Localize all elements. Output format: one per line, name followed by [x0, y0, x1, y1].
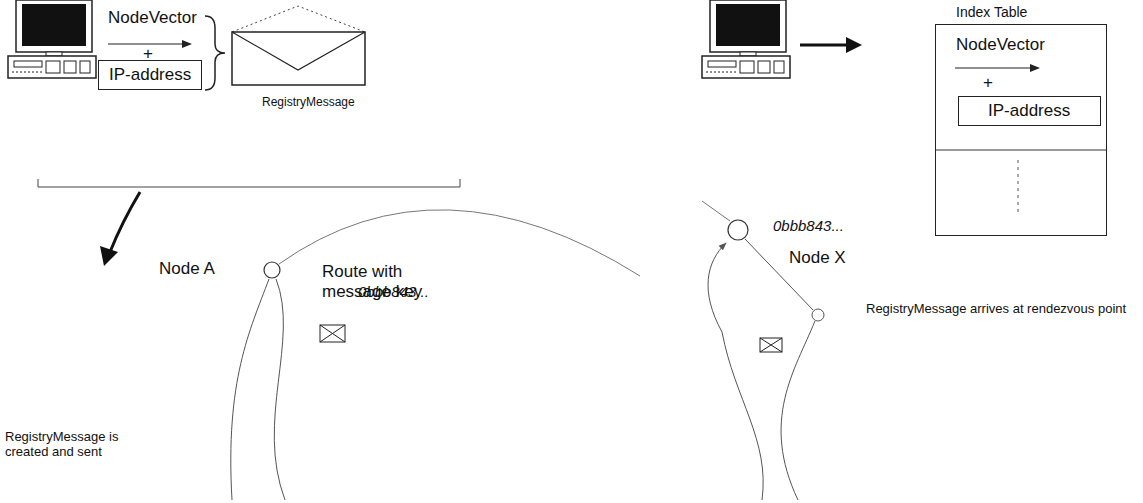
ring-node: [812, 309, 824, 321]
node-text: Node A: [159, 259, 215, 279]
envelope-fold: [760, 338, 782, 352]
envelope-icon: [320, 325, 345, 342]
route-curve: [781, 321, 815, 500]
ring-arc: [702, 201, 730, 221]
arrow-head: [100, 246, 118, 266]
route-curve: [231, 279, 269, 500]
node-text: IP-address: [988, 101, 1070, 121]
envelope-icon: [232, 32, 365, 85]
plus-sign: +: [143, 44, 153, 64]
index-table: Index TableNodeVector+IP-address: [935, 24, 1107, 236]
table-divider: [935, 150, 1107, 151]
ring-node: 0bbb843...Node X: [727, 219, 749, 241]
vector-label: NodeVector: [108, 8, 197, 28]
address-box: IP-address: [958, 96, 1101, 126]
node-text: 0bbb843...: [773, 217, 844, 234]
step-note: RegistryMessage arrives at rendezvous po…: [866, 302, 1134, 317]
node-text: Node X: [789, 248, 846, 268]
brace: [205, 16, 225, 90]
circle-outline: [263, 261, 281, 279]
key-value: 0bbb843...: [358, 283, 429, 300]
arrow-head: [182, 40, 192, 48]
envelope-fold: [320, 325, 345, 342]
route-curve: [708, 243, 726, 332]
computer-icon: [8, 0, 96, 78]
route-curve: [722, 332, 763, 500]
route-curve: [274, 279, 285, 500]
address-box: IP-address: [98, 60, 202, 90]
computer-icon: [702, 0, 790, 78]
arrow-head: [846, 37, 862, 53]
node-text: Index Table: [956, 4, 1027, 20]
bracket: [38, 179, 460, 187]
envelope-icon: [760, 338, 782, 352]
table-continuation: [1018, 160, 1019, 215]
message-label: RegistryMessage: [262, 96, 355, 110]
circle-outline: [727, 219, 749, 241]
thick-arrow: [800, 44, 848, 47]
envelope-flap: [232, 6, 365, 32]
step-note: RegistryMessage is created and sent: [5, 430, 135, 460]
arrow-head: [1030, 64, 1040, 72]
node-text: IP-address: [109, 65, 191, 85]
vector-arrow: [955, 67, 1036, 68]
node-text: +: [983, 73, 993, 93]
envelope-fold: [232, 32, 365, 70]
node-text: NodeVector: [956, 35, 1045, 55]
big-arrow: [110, 192, 140, 252]
ring-node: Node A: [263, 261, 281, 279]
